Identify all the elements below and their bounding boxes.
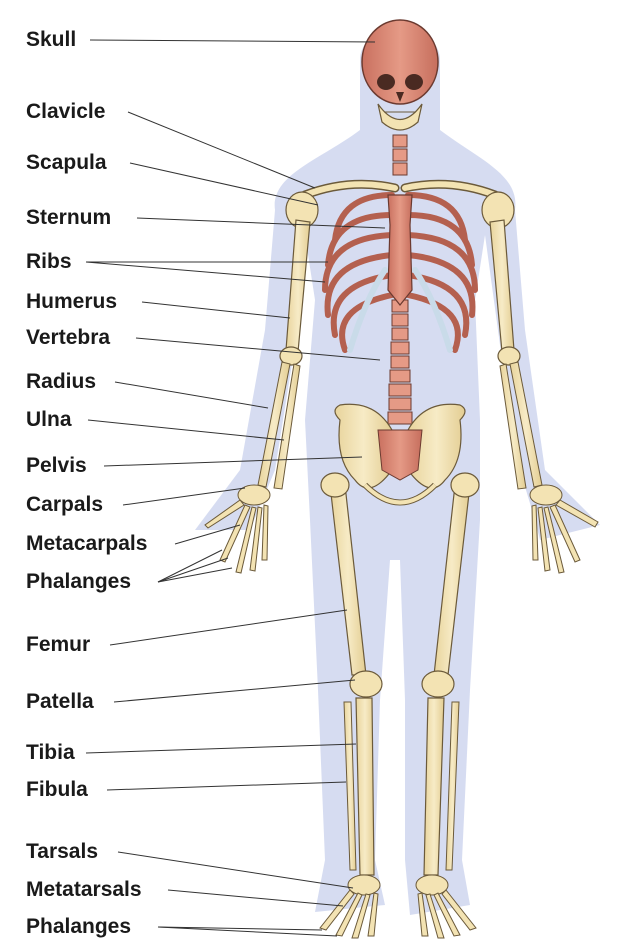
label-vertebra: Vertebra bbox=[26, 326, 111, 349]
patella-left bbox=[349, 670, 383, 698]
radius-right bbox=[509, 361, 543, 488]
label-tibia: Tibia bbox=[26, 741, 75, 764]
radius-left bbox=[257, 361, 291, 488]
sternum-bone bbox=[387, 194, 413, 306]
fibula-right bbox=[445, 701, 460, 871]
label-sternum: Sternum bbox=[26, 206, 112, 229]
label-ulna: Ulna bbox=[26, 408, 72, 431]
foot-right bbox=[415, 874, 477, 939]
ulna-left bbox=[273, 363, 301, 490]
label-skull: Skull bbox=[26, 28, 77, 51]
label-fibula: Fibula bbox=[26, 778, 88, 801]
hand-right bbox=[529, 484, 599, 574]
label-radius: Radius bbox=[26, 370, 97, 393]
label-tarsals: Tarsals bbox=[26, 840, 98, 863]
spine bbox=[387, 134, 413, 425]
tibia-left bbox=[355, 697, 375, 876]
skull-bone bbox=[361, 19, 439, 131]
label-metatarsals: Metatarsals bbox=[26, 878, 142, 901]
label-humerus: Humerus bbox=[26, 290, 118, 313]
clavicle-left-fill bbox=[302, 181, 398, 198]
label-femur: Femur bbox=[26, 633, 91, 656]
patella-right bbox=[421, 670, 455, 698]
clavicle-right-fill bbox=[402, 181, 498, 198]
tibia-right bbox=[423, 697, 445, 876]
pelvis-bone bbox=[334, 403, 466, 506]
label-pelvis: Pelvis bbox=[26, 454, 87, 477]
label-ribs: Ribs bbox=[26, 250, 72, 273]
label-phalanges-foot: Phalanges bbox=[26, 915, 132, 938]
label-metacarpals: Metacarpals bbox=[26, 532, 148, 555]
costal-cartilage bbox=[347, 267, 453, 353]
leader-lines bbox=[85, 39, 386, 937]
hand-left bbox=[204, 484, 271, 574]
label-patella: Patella bbox=[26, 690, 94, 713]
label-carpals: Carpals bbox=[26, 493, 104, 516]
label-clavicle: Clavicle bbox=[26, 100, 106, 123]
label-phalanges-hand: Phalanges bbox=[26, 570, 132, 593]
ulna-right bbox=[499, 363, 527, 490]
label-scapula: Scapula bbox=[26, 151, 107, 174]
foot-left bbox=[319, 874, 381, 939]
